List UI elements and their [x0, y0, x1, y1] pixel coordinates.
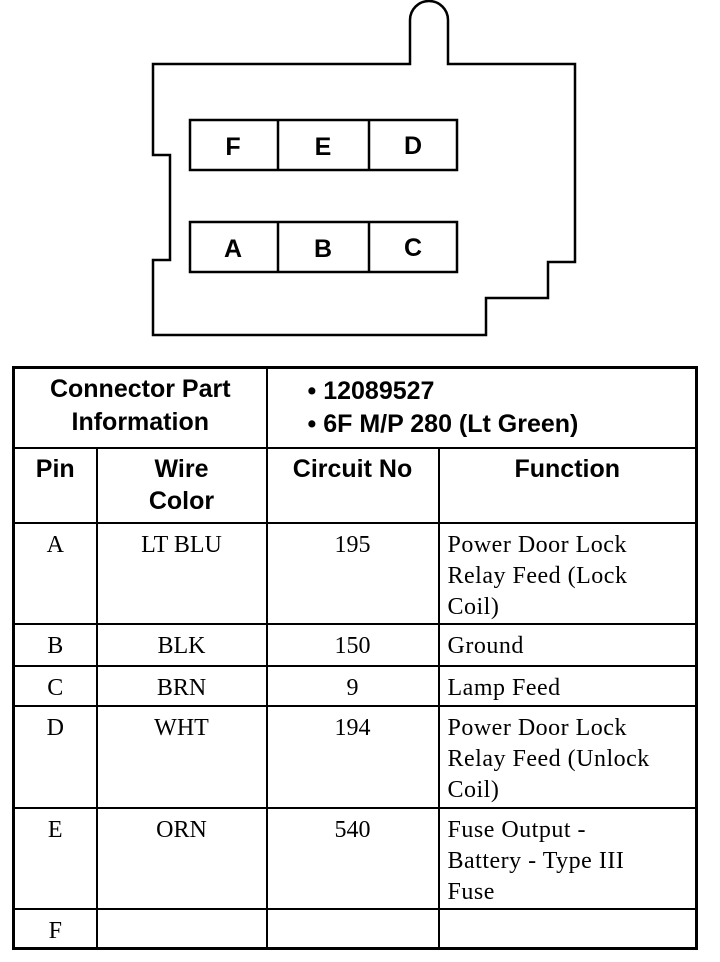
- header-wire-color-line1: Wire: [154, 454, 209, 483]
- circuit-cell: 150: [265, 622, 440, 667]
- wire-color-cell: BRN: [95, 664, 268, 707]
- cavity-label-e: E: [315, 133, 332, 161]
- part-info-label-line2: Information: [71, 408, 210, 436]
- function-line: Relay Feed (Lock: [447, 562, 628, 589]
- cavity-row-bottom: A B C: [188, 220, 459, 274]
- part-number: • 6F M/P 280 (Lt Green): [307, 410, 579, 438]
- table-row: C BRN 9 Lamp Feed: [12, 664, 698, 707]
- cavity-label-d: D: [404, 132, 422, 160]
- function-line: Relay Feed (Unlock: [447, 745, 650, 772]
- column-header-row: Pin Wire Color Circuit No Function: [12, 446, 698, 524]
- wire-color-cell: WHT: [95, 704, 268, 809]
- wire-color-cell: [95, 907, 268, 950]
- table-row: D WHT 194 Power Door Lock Relay Feed (Un…: [12, 704, 698, 809]
- connector-info-table: Connector Part Information • 12089527 • …: [12, 366, 698, 950]
- pin-cell: F: [12, 907, 98, 950]
- circuit-cell: [265, 907, 440, 950]
- table-row: E ORN 540 Fuse Output - Battery - Type I…: [12, 806, 698, 910]
- table-row: F: [12, 907, 698, 950]
- function-cell: Lamp Feed: [437, 664, 698, 707]
- cavity-row-top: F E D: [188, 118, 459, 172]
- part-info-label-line1: Connector Part: [49, 375, 231, 403]
- pin-cell: E: [12, 806, 98, 910]
- function-cell: Ground: [437, 622, 698, 667]
- circuit-cell: 195: [265, 521, 440, 625]
- circuit-cell: 9: [265, 664, 440, 707]
- table-row: A LT BLU 195 Power Door Lock Relay Feed …: [12, 521, 698, 625]
- function-line: Ground: [447, 632, 524, 659]
- part-number: • 12089527: [307, 377, 435, 405]
- wire-color-cell: ORN: [95, 806, 268, 910]
- function-line: Fuse: [447, 878, 495, 905]
- pin-cell: C: [12, 664, 98, 707]
- function-cell: Power Door Lock Relay Feed (Lock Coil): [437, 521, 698, 625]
- pin-cell: B: [12, 622, 98, 667]
- function-line: Coil): [447, 776, 500, 803]
- function-cell: Power Door Lock Relay Feed (Unlock Coil): [437, 704, 698, 809]
- function-line: Fuse Output -: [447, 816, 586, 843]
- function-cell: [437, 907, 698, 950]
- part-info-row: Connector Part Information • 12089527 • …: [12, 366, 698, 449]
- wire-color-cell: LT BLU: [95, 521, 268, 625]
- header-function: Function: [437, 446, 698, 524]
- cavity-label-a: A: [224, 235, 242, 263]
- circuit-cell: 194: [265, 704, 440, 809]
- header-circuit: Circuit No: [265, 446, 440, 524]
- part-info-label: Connector Part Information: [12, 366, 268, 449]
- header-pin: Pin: [12, 446, 98, 524]
- circuit-cell: 540: [265, 806, 440, 910]
- pin-cell: D: [12, 704, 98, 809]
- pin-cell: A: [12, 521, 98, 625]
- header-wire-color-line2: Color: [148, 486, 215, 515]
- function-line: Coil): [447, 593, 500, 620]
- function-line: Battery - Type III: [447, 847, 625, 874]
- header-wire-color: Wire Color: [95, 446, 268, 524]
- part-numbers: • 12089527 • 6F M/P 280 (Lt Green): [265, 366, 698, 449]
- connector-body-outline: [151, 0, 577, 337]
- wire-color-cell: BLK: [95, 622, 268, 667]
- cavity-label-b: B: [314, 235, 332, 263]
- cavity-label-c: C: [404, 234, 422, 262]
- connector-face-diagram: F E D A B C: [151, 0, 577, 337]
- table-row: B BLK 150 Ground: [12, 622, 698, 667]
- cavity-label-f: F: [225, 133, 240, 161]
- function-line: Power Door Lock: [447, 531, 627, 558]
- function-cell: Fuse Output - Battery - Type III Fuse: [437, 806, 698, 910]
- function-line: Power Door Lock: [447, 714, 627, 741]
- function-line: Lamp Feed: [447, 674, 561, 701]
